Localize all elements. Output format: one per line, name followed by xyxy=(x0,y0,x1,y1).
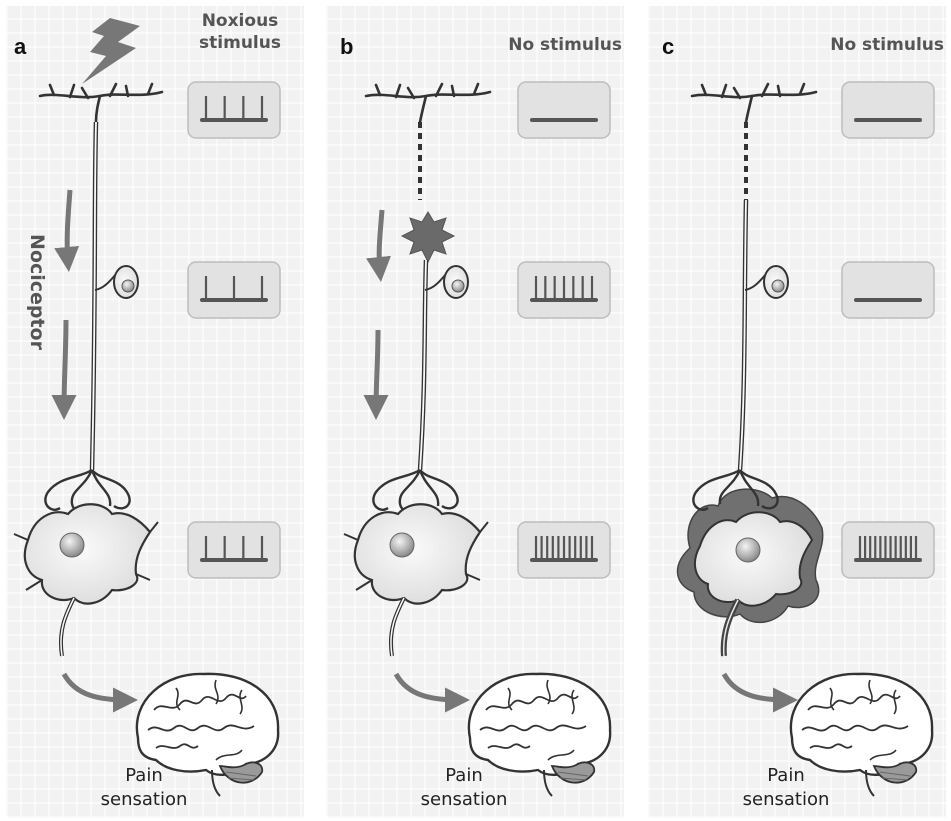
panel-b-stimulus: No stimulus xyxy=(462,34,622,56)
panel-b-artwork xyxy=(344,84,610,796)
nociceptor-label: Nociceptor xyxy=(10,212,64,372)
panel-b-label: b xyxy=(340,34,353,60)
recording-box-b-peripheral xyxy=(518,82,610,138)
panel-c-label: c xyxy=(662,34,674,60)
recording-box-b-cell-body xyxy=(518,262,610,318)
recording-box-c-central xyxy=(842,522,934,578)
lightning-bolt-icon xyxy=(82,18,140,84)
panel-a-label: a xyxy=(14,34,26,60)
recording-box-a-peripheral xyxy=(188,82,280,138)
recording-box-a-central xyxy=(188,522,280,578)
recording-box-c-peripheral xyxy=(842,82,934,138)
panel-a-stimulus: Noxious stimulus xyxy=(180,10,300,54)
star-lesion-icon xyxy=(402,212,454,262)
recording-box-a-cell-body xyxy=(188,262,280,318)
recording-boxes xyxy=(188,82,934,578)
recording-box-c-cell-body xyxy=(842,262,934,318)
recording-box-b-central xyxy=(518,522,610,578)
panel-c-stimulus: No stimulus xyxy=(784,34,944,56)
panel-c-artwork xyxy=(678,84,933,796)
